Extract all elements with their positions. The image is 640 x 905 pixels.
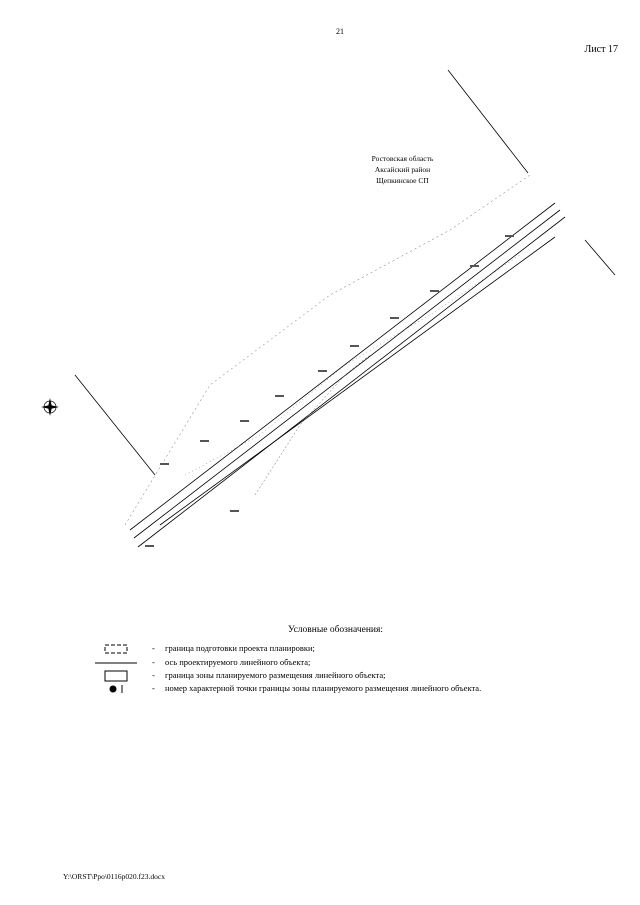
legend-text: граница подготовки проекта планировки; bbox=[165, 643, 315, 653]
legend-dash: - bbox=[152, 657, 155, 667]
legend-item: - ось проектируемого линейного объекта; bbox=[95, 657, 615, 669]
survey-markings bbox=[124, 174, 531, 526]
region-line: Щепкинское СП bbox=[376, 176, 429, 185]
boundary-lines bbox=[74, 69, 616, 548]
legend-dash: - bbox=[152, 643, 155, 653]
point-number-icon bbox=[109, 685, 123, 693]
footer-file-path: Y:\ORST\Ppo\0116p020.f23.docx bbox=[63, 872, 165, 881]
legend-item: - номер характерной точки границы зоны п… bbox=[95, 683, 615, 695]
planning-map bbox=[41, 69, 616, 548]
legend-text: граница зоны планируемого размещения лин… bbox=[165, 670, 386, 680]
region-label: Ростовская область Аксайский район Щепки… bbox=[360, 153, 445, 186]
legend-item: - граница зоны планируемого размещения л… bbox=[95, 670, 615, 682]
sheet-label: Лист 17 bbox=[584, 44, 618, 55]
survey-labels bbox=[145, 235, 514, 547]
legend-item: - граница подготовки проекта планировки; bbox=[95, 643, 615, 655]
solid-line-icon bbox=[95, 662, 137, 664]
legend-dash: - bbox=[152, 683, 155, 693]
region-line: Аксайский район bbox=[374, 165, 431, 174]
page-number: 21 bbox=[336, 27, 344, 36]
solid-rectangle-icon bbox=[104, 670, 128, 682]
dashed-rectangle-icon bbox=[104, 644, 128, 654]
compass-rose-icon bbox=[41, 398, 59, 416]
legend-title: Условные обозначения: bbox=[288, 625, 384, 635]
legend-text: номер характерной точки границы зоны пла… bbox=[165, 683, 482, 693]
legend-dash: - bbox=[152, 670, 155, 680]
region-line: Ростовская область bbox=[371, 154, 434, 163]
legend-text: ось проектируемого линейного объекта; bbox=[165, 657, 311, 667]
